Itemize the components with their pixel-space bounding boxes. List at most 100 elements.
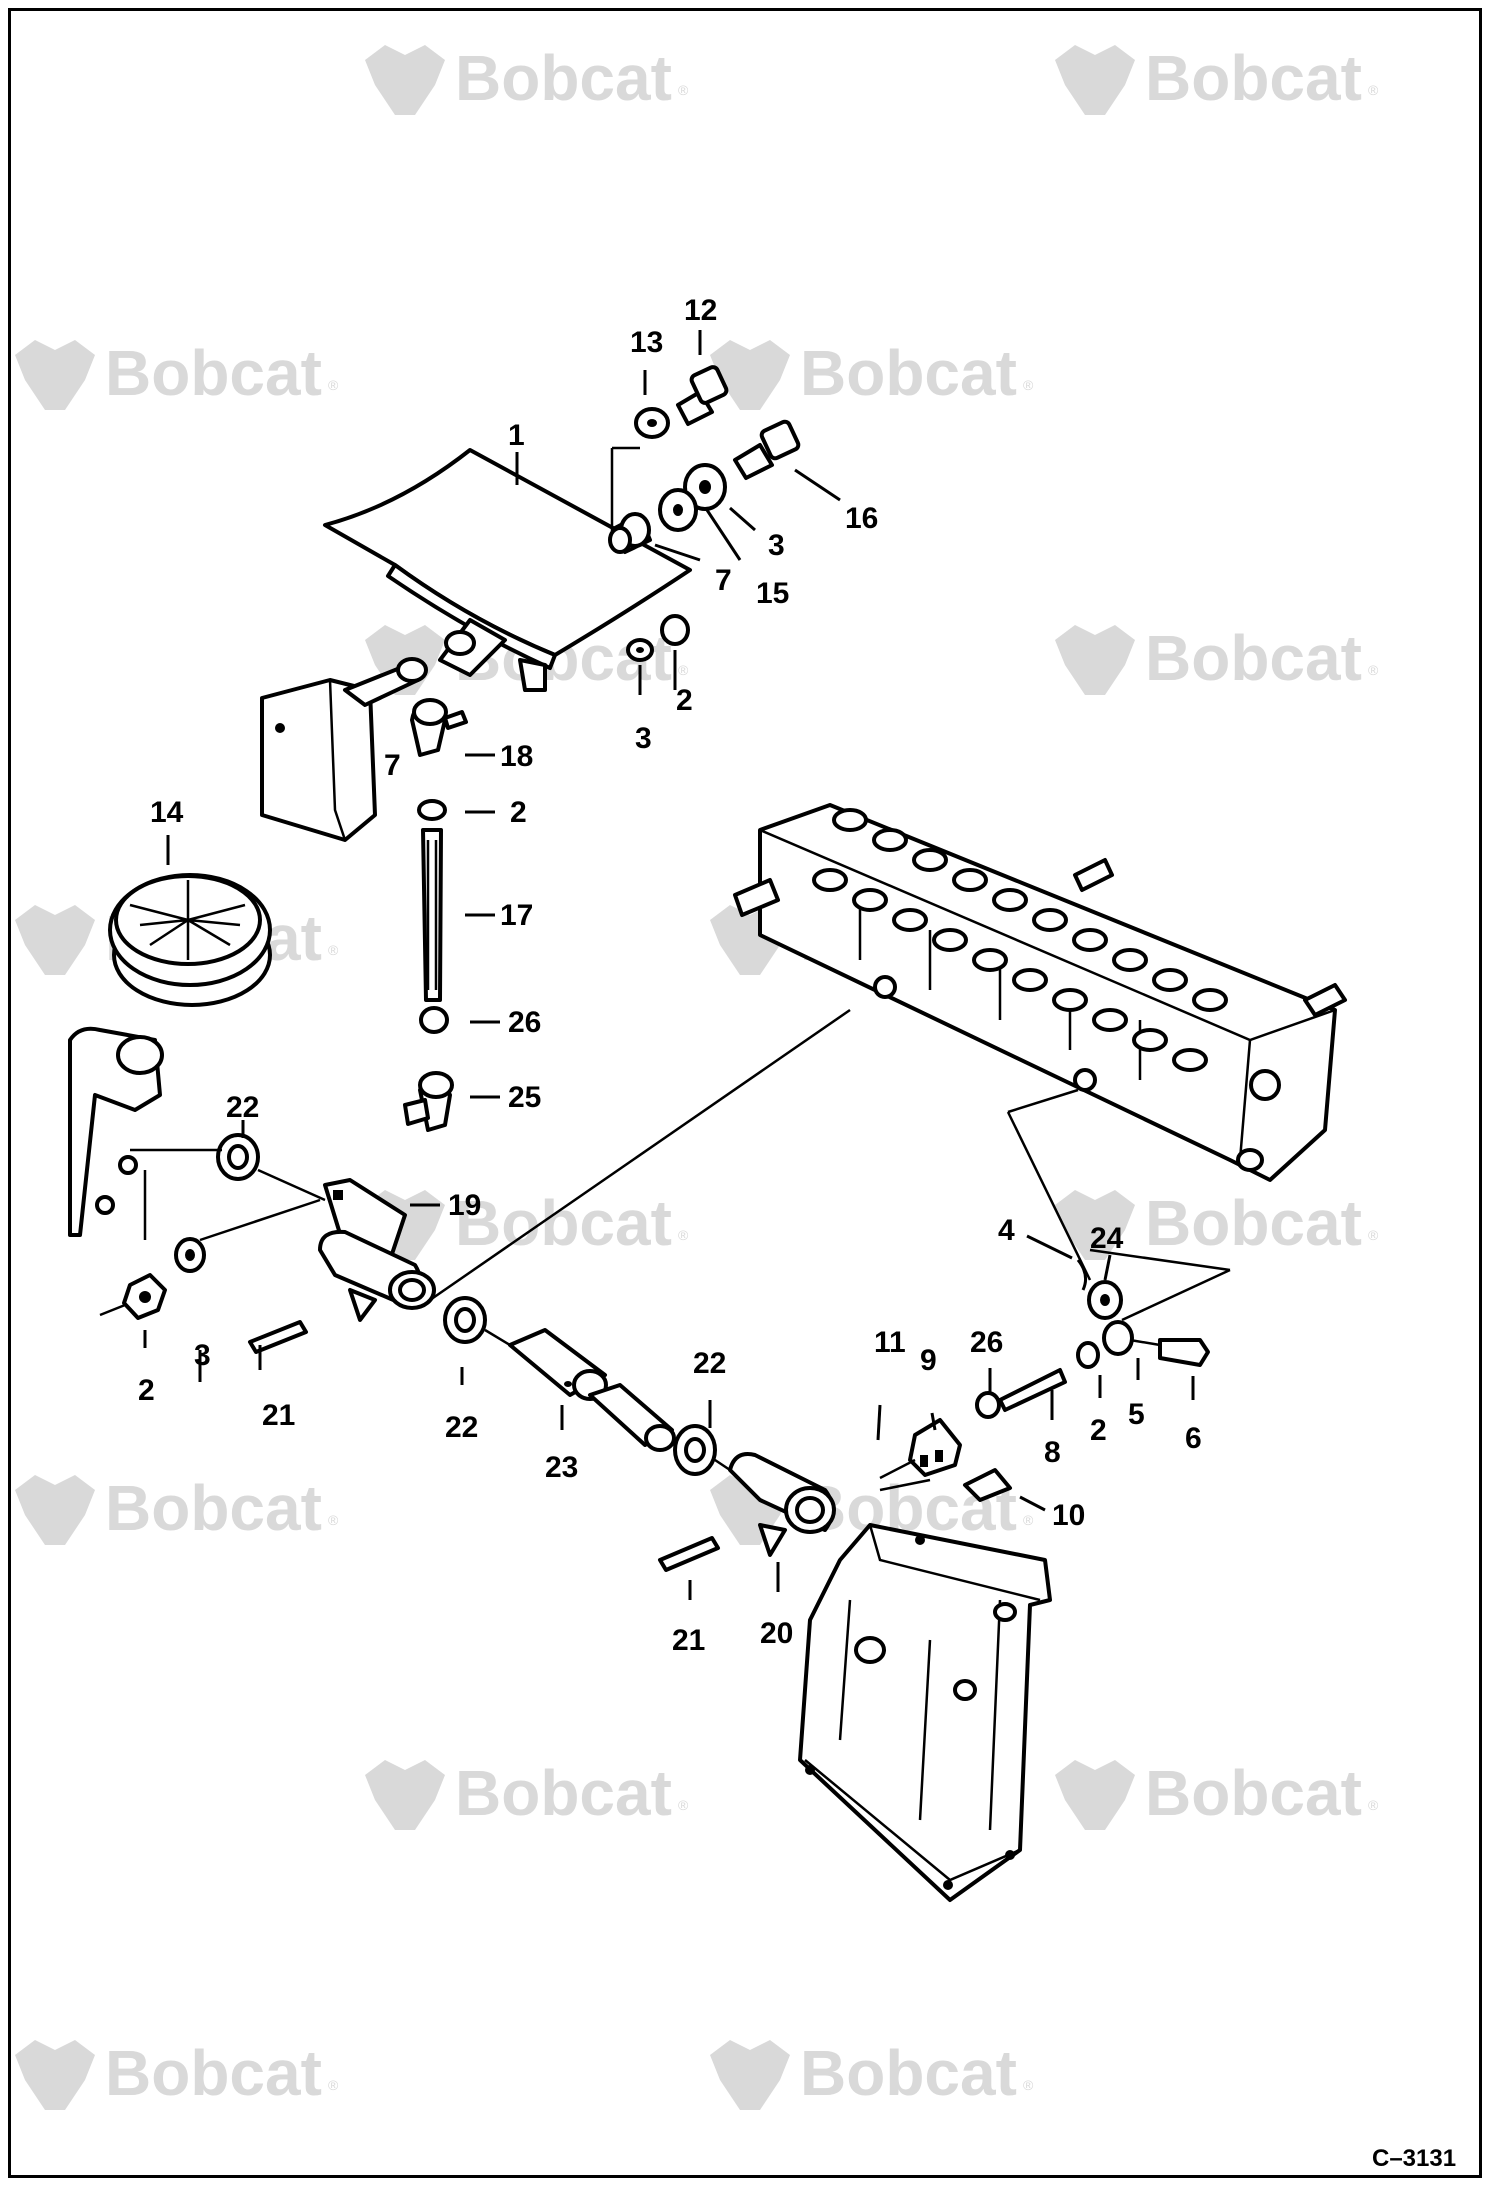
callout-16: 16 [845,502,878,535]
bobcat-watermark: Bobcat ® [365,42,689,115]
callout-7: 7 [715,564,732,597]
callout-8: 8 [1044,1436,1061,1469]
callout-2: 2 [676,684,693,717]
watermark-registered-mark: ® [678,662,689,678]
bobcat-watermark: Bobcat ® [15,1472,339,1545]
watermark-text: Bobcat [800,337,1017,409]
watermark-text: Bobcat [455,1757,672,1829]
callout-17: 17 [500,899,533,932]
watermark-registered-mark: ® [678,1227,689,1243]
watermark-text: Bobcat [1145,1187,1362,1259]
left-washers [122,1133,308,1354]
bobcat-logo-icon [15,340,95,410]
callout-13: 13 [630,326,663,359]
bobcat-logo-icon [710,340,790,410]
watermark-text: Bobcat [1145,622,1362,694]
callout-12: 12 [684,294,717,327]
callout-15: 15 [756,577,789,610]
watermark-registered-mark: ® [1368,82,1379,98]
callout-20: 20 [760,1617,793,1650]
linkage-rod-assembly [403,698,468,1132]
watermark-text: Bobcat [1145,42,1362,114]
clevis-assembly [876,1259,1210,1502]
bobcat-watermark: Bobcat ® [1055,622,1379,695]
shaft-assembly [443,1296,836,1572]
callout-2: 2 [138,1374,155,1407]
bobcat-logo-icon [15,2040,95,2110]
callout-22: 22 [693,1347,726,1380]
bobcat-watermark: Bobcat ® [365,1757,689,1830]
callout-21: 21 [672,1624,705,1657]
callout-2: 2 [510,796,527,829]
watermark-registered-mark: ® [328,377,339,393]
part-14-boot [108,873,272,1007]
callout-3: 3 [635,722,652,755]
callout-6: 6 [1185,1422,1202,1455]
callout-19: 19 [448,1189,481,1222]
mounting-stand [798,1523,1052,1902]
watermark-text: Bobcat [455,42,672,114]
pedal-bracket [260,630,476,842]
bobcat-logo-icon [15,905,95,975]
diagram-border [8,8,1482,2178]
bobcat-watermark: Bobcat ® [365,1187,689,1260]
bobcat-logo-icon [365,45,445,115]
watermark-text: Bobcat [455,1187,672,1259]
bobcat-logo-icon [15,1475,95,1545]
assembly-lines [99,1008,1231,1492]
watermark-registered-mark: ® [328,942,339,958]
bobcat-watermark: Bobcat ® [710,337,1034,410]
callout-1: 1 [508,419,525,452]
watermark-registered-mark: ® [328,2077,339,2093]
control-valve [733,803,1347,1182]
part-19-lever [318,1178,436,1322]
callout-5: 5 [1128,1398,1145,1431]
callout-25: 25 [508,1081,541,1114]
callout-26: 26 [508,1006,541,1039]
watermark-text: Bobcat [105,2037,322,2109]
watermark-registered-mark: ® [1368,1227,1379,1243]
watermark-registered-mark: ® [328,1512,339,1528]
watermark-text: Bobcat [105,337,322,409]
watermark-registered-mark: ® [1023,1512,1034,1528]
bobcat-logo-icon [1055,45,1135,115]
bobcat-watermark: Bobcat ® [1055,1187,1379,1260]
watermark-registered-mark: ® [678,82,689,98]
callout-7: 7 [384,749,401,782]
callout-23: 23 [545,1451,578,1484]
drawing-number: C–3131 [1372,2145,1456,2172]
watermark-registered-mark: ® [678,1797,689,1813]
bobcat-watermark: Bobcat ® [710,2037,1034,2110]
watermark-text: Bobcat [800,2037,1017,2109]
watermark-registered-mark: ® [1023,377,1034,393]
watermark-registered-mark: ® [1023,2077,1034,2093]
bobcat-watermark: Bobcat ® [1055,42,1379,115]
watermark-registered-mark: ® [1368,1797,1379,1813]
callout-4: 4 [998,1214,1015,1247]
callout-9: 9 [920,1344,937,1377]
callout-22: 22 [226,1091,259,1124]
watermark-registered-mark: ® [1368,662,1379,678]
callout-3: 3 [194,1339,211,1372]
bobcat-logo-icon [710,2040,790,2110]
leader-lines [143,330,1195,1600]
bobcat-watermark: Bobcat ® [15,2037,339,2110]
pedal-fasteners [608,365,801,662]
callout-2: 2 [1090,1414,1107,1447]
bobcat-logo-icon [1055,1760,1135,1830]
callout-10: 10 [1052,1499,1085,1532]
callout-24: 24 [1090,1222,1124,1255]
callout-18: 18 [500,740,533,773]
callout-21: 21 [262,1399,295,1432]
callout-11: 11 [874,1326,906,1359]
callout-14: 14 [150,796,184,829]
bobcat-watermark: Bobcat ® [15,337,339,410]
watermark-text: Bobcat [1145,1757,1362,1829]
callout-labels: 1 2 2 2 2 3 3 3 4 5 6 7 7 8 9 10 11 12 1… [138,294,1202,1657]
part-1-pedal [323,448,692,692]
bobcat-logo-icon [1055,625,1135,695]
bobcat-logo-icon [1055,1190,1135,1260]
watermark-text: Bobcat [105,1472,322,1544]
